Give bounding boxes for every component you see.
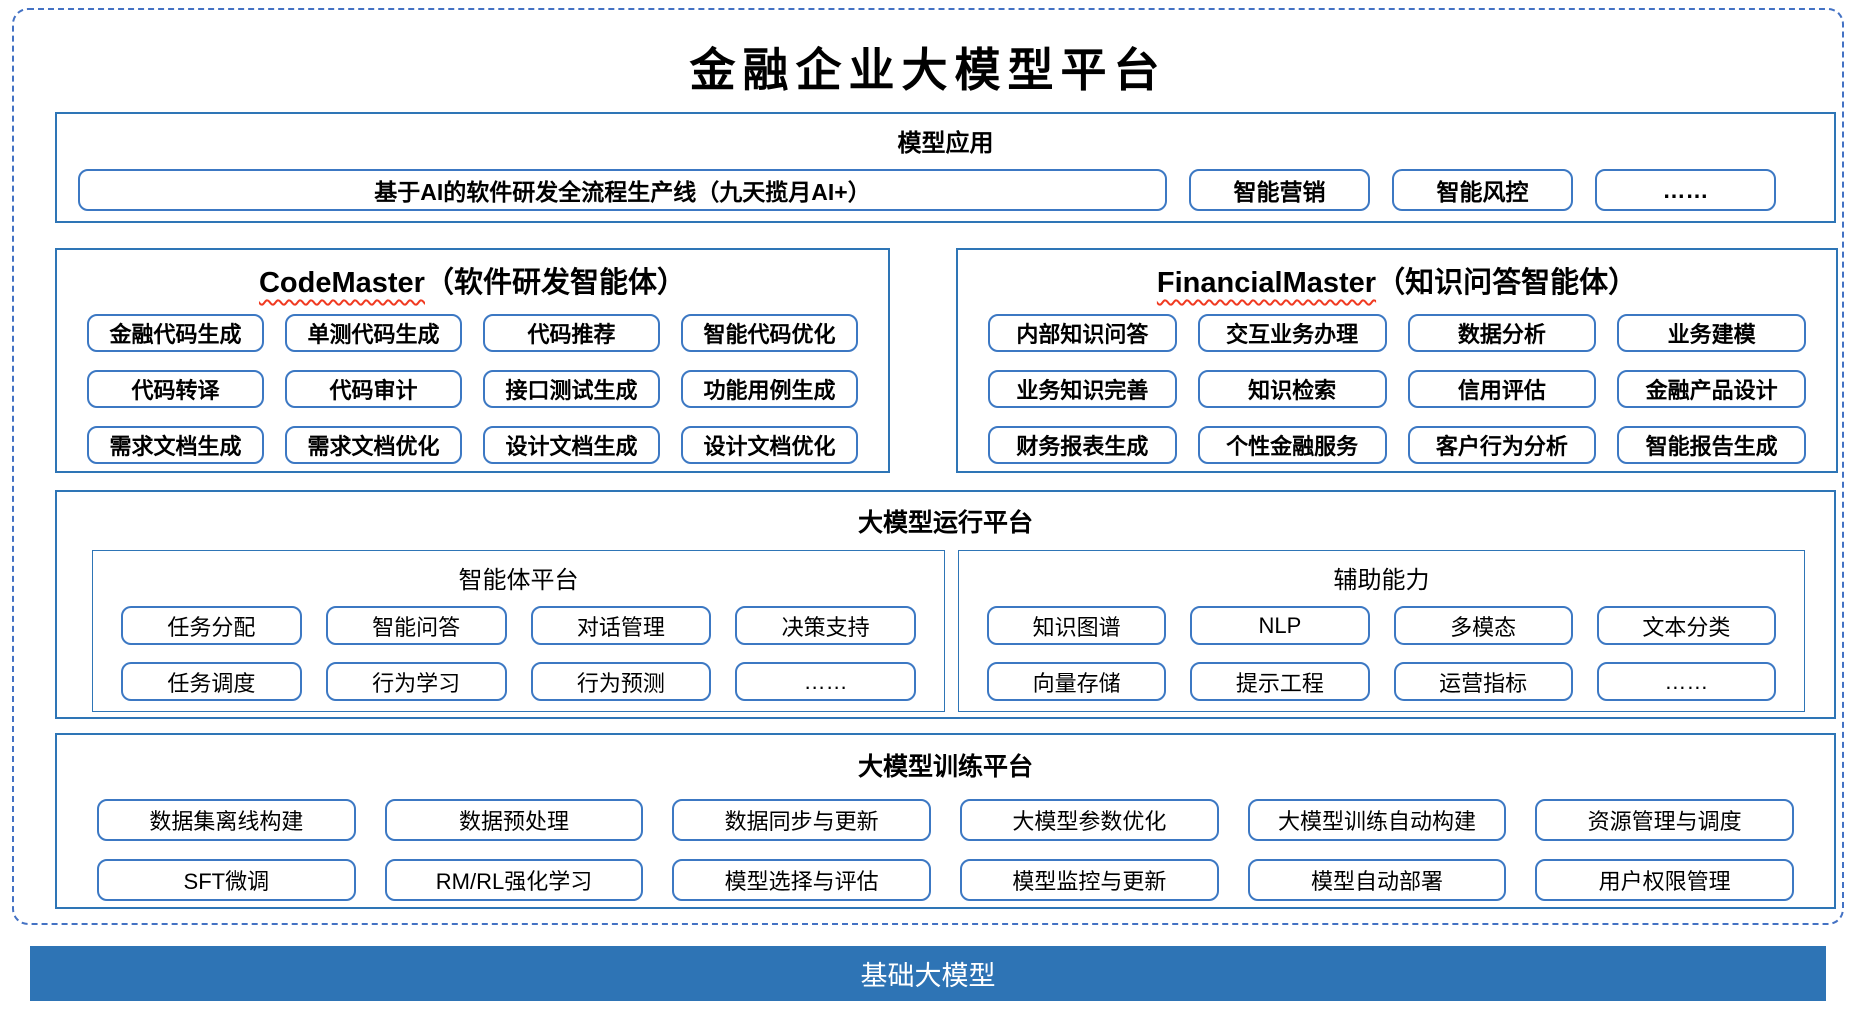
training-capability-chip: 大模型训练自动构建 xyxy=(1247,799,1507,841)
codemaster-capability-chip: 需求文档优化 xyxy=(285,426,462,464)
model-application-chip: 智能营销 xyxy=(1189,169,1370,211)
model-application-chip: 智能风控 xyxy=(1392,169,1573,211)
training-capability-chip: 模型自动部署 xyxy=(1247,859,1507,901)
diagram-title: 金融企业大模型平台 xyxy=(689,43,1167,97)
financialmaster-capability-chip: 金融产品设计 xyxy=(1617,370,1806,408)
model-application-header: 模型应用 xyxy=(897,130,994,157)
financialmaster-capability-chip: 客户行为分析 xyxy=(1407,426,1597,464)
model-application-section: 模型应用 基于AI的软件研发全流程生产线（九天揽月AI+） 智能营销 智能风控 … xyxy=(55,112,1836,223)
agent-capability-chip: 智能问答 xyxy=(325,606,507,645)
financialmaster-section: FinancialMaster（知识问答智能体） 内部知识问答 交互业务办理 数… xyxy=(956,248,1838,473)
codemaster-capability-chip: 代码推荐 xyxy=(483,314,660,352)
codemaster-capability-chip: 金融代码生成 xyxy=(87,314,264,352)
codemaster-header: CodeMaster（软件研发智能体） xyxy=(57,259,888,301)
training-capability-chip: 资源管理与调度 xyxy=(1535,799,1794,841)
training-capability-chip: 大模型参数优化 xyxy=(959,799,1219,841)
agent-capability-chip: 任务调度 xyxy=(121,662,302,701)
auxiliary-capability-chip: …… xyxy=(1596,662,1776,701)
agent-platform-grid: 任务分配 智能问答 对话管理 决策支持 任务调度 行为学习 行为预测 …… xyxy=(93,595,944,701)
codemaster-section: CodeMaster（软件研发智能体） 金融代码生成 单测代码生成 代码推荐 智… xyxy=(55,248,890,473)
auxiliary-capability-chip: 文本分类 xyxy=(1596,606,1776,645)
codemaster-capability-chip: 需求文档生成 xyxy=(87,426,264,464)
financialmaster-capability-chip: 内部知识问答 xyxy=(988,314,1177,352)
agent-capability-chip: 任务分配 xyxy=(121,606,302,645)
training-platform-section: 大模型训练平台 数据集离线构建 数据预处理 数据同步与更新 大模型参数优化 大模… xyxy=(55,733,1836,909)
codemaster-capability-chip: 智能代码优化 xyxy=(681,314,858,352)
financialmaster-capability-chip: 信用评估 xyxy=(1407,370,1597,408)
training-capability-chip: 数据预处理 xyxy=(384,799,644,841)
financialmaster-capability-chip: 数据分析 xyxy=(1407,314,1597,352)
foundation-model-label: 基础大模型 xyxy=(860,961,996,991)
model-application-chip: …… xyxy=(1595,169,1776,211)
training-capability-chip: SFT微调 xyxy=(97,859,356,901)
training-capability-chip: 数据同步与更新 xyxy=(672,799,931,841)
auxiliary-capability-chip: 多模态 xyxy=(1393,606,1573,645)
financialmaster-suffix: （知识问答智能体） xyxy=(1376,267,1638,299)
foundation-model-bar: 基础大模型 xyxy=(30,946,1826,1001)
codemaster-capability-chip: 设计文档优化 xyxy=(681,426,858,464)
agent-platform-box: 智能体平台 任务分配 智能问答 对话管理 决策支持 任务调度 行为学习 xyxy=(92,550,945,712)
agent-capability-chip: …… xyxy=(735,662,916,701)
auxiliary-capability-box: 辅助能力 知识图谱 NLP 多模态 文本分类 向量存储 提示工程 xyxy=(958,550,1805,712)
agent-capability-chip: 对话管理 xyxy=(530,606,712,645)
auxiliary-capability-grid: 知识图谱 NLP 多模态 文本分类 向量存储 提示工程 运营指标 …… xyxy=(959,595,1804,701)
training-capability-chip: 模型选择与评估 xyxy=(672,859,931,901)
codemaster-grid: 金融代码生成 单测代码生成 代码推荐 智能代码优化 代码转译 代码审计 接口测试… xyxy=(57,301,888,464)
outer-dashed-frame xyxy=(12,8,1844,925)
training-capability-chip: 用户权限管理 xyxy=(1535,859,1794,901)
agent-capability-chip: 行为预测 xyxy=(530,662,712,701)
codemaster-capability-chip: 设计文档生成 xyxy=(483,426,660,464)
financialmaster-grid: 内部知识问答 交互业务办理 数据分析 业务建模 业务知识完善 知识检索 信用评估… xyxy=(958,301,1836,464)
ai-pipeline-chip: 基于AI的软件研发全流程生产线（九天揽月AI+） xyxy=(78,169,1167,211)
financialmaster-capability-chip: 业务建模 xyxy=(1617,314,1806,352)
codemaster-capability-chip: 代码审计 xyxy=(285,370,462,408)
runtime-platform-section: 大模型运行平台 智能体平台 任务分配 智能问答 对话管理 决策支持 任务调度 xyxy=(55,490,1836,719)
agent-capability-chip: 行为学习 xyxy=(325,662,507,701)
training-capability-chip: RM/RL强化学习 xyxy=(384,859,644,901)
financialmaster-capability-chip: 知识检索 xyxy=(1197,370,1387,408)
codemaster-suffix: （软件研发智能体） xyxy=(424,267,686,299)
financialmaster-capability-chip: 智能报告生成 xyxy=(1617,426,1806,464)
auxiliary-capability-chip: 提示工程 xyxy=(1190,662,1370,701)
codemaster-capability-chip: 接口测试生成 xyxy=(483,370,660,408)
auxiliary-capability-chip: 运营指标 xyxy=(1393,662,1573,701)
financialmaster-name: FinancialMaster xyxy=(1156,267,1377,299)
auxiliary-capability-chip: NLP xyxy=(1190,606,1370,645)
financialmaster-capability-chip: 业务知识完善 xyxy=(988,370,1177,408)
agent-capability-chip: 决策支持 xyxy=(735,606,916,645)
codemaster-capability-chip: 代码转译 xyxy=(87,370,264,408)
codemaster-capability-chip: 功能用例生成 xyxy=(681,370,858,408)
financialmaster-capability-chip: 财务报表生成 xyxy=(988,426,1177,464)
codemaster-capability-chip: 单测代码生成 xyxy=(285,314,462,352)
training-capability-chip: 模型监控与更新 xyxy=(959,859,1219,901)
training-platform-grid: 数据集离线构建 数据预处理 数据同步与更新 大模型参数优化 大模型训练自动构建 … xyxy=(57,783,1834,901)
codemaster-name: CodeMaster xyxy=(258,267,425,299)
runtime-platform-header: 大模型运行平台 xyxy=(857,509,1033,537)
auxiliary-capability-chip: 知识图谱 xyxy=(987,606,1167,645)
training-capability-chip: 数据集离线构建 xyxy=(97,799,356,841)
training-platform-header: 大模型训练平台 xyxy=(857,753,1033,781)
runtime-inner-row: 智能体平台 任务分配 智能问答 对话管理 决策支持 任务调度 行为学习 xyxy=(92,550,1805,712)
auxiliary-capability-chip: 向量存储 xyxy=(987,662,1167,701)
financialmaster-capability-chip: 个性金融服务 xyxy=(1197,426,1387,464)
auxiliary-capability-header: 辅助能力 xyxy=(1333,567,1430,594)
agent-platform-header: 智能体平台 xyxy=(458,567,579,594)
model-application-row: 基于AI的软件研发全流程生产线（九天揽月AI+） 智能营销 智能风控 …… xyxy=(57,158,1834,211)
financialmaster-capability-chip: 交互业务办理 xyxy=(1197,314,1387,352)
financialmaster-header: FinancialMaster（知识问答智能体） xyxy=(958,259,1836,301)
